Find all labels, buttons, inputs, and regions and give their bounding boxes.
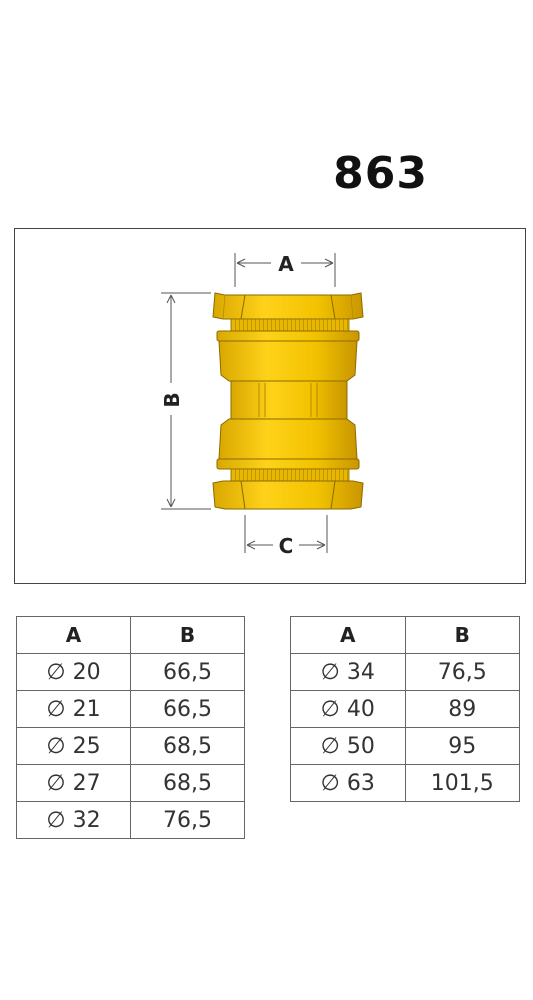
- cell-a: ∅ 32: [16, 801, 131, 839]
- cell-a: ∅ 34: [290, 653, 406, 691]
- cell-b: 66,5: [130, 690, 245, 728]
- technical-drawing: A B C: [14, 228, 526, 584]
- cell-a: ∅ 27: [16, 764, 131, 802]
- top-nut: [212, 292, 364, 320]
- upper-body: [218, 340, 358, 382]
- lower-body: [218, 418, 358, 460]
- cell-a: ∅ 25: [16, 727, 131, 765]
- dimension-b-label: B: [160, 392, 184, 407]
- dimension-b: [161, 292, 211, 510]
- cell-a: ∅ 63: [290, 764, 406, 802]
- fitting-diagram: A B C: [160, 252, 364, 558]
- cell-b: 76,5: [404, 653, 520, 691]
- table-header-row: A B: [16, 616, 245, 654]
- dimension-c-label: C: [279, 534, 294, 558]
- middle-body: [230, 380, 348, 420]
- cell-b: 68,5: [130, 764, 245, 802]
- bottom-nut: [212, 480, 364, 510]
- bottom-thread: [230, 468, 350, 482]
- bottom-collar: [216, 458, 360, 470]
- dimension-c: [244, 515, 328, 553]
- cell-a: ∅ 40: [290, 690, 406, 728]
- cell-b: 66,5: [130, 653, 245, 691]
- header-b: B: [130, 616, 245, 654]
- header-a: A: [16, 616, 131, 654]
- header-b: B: [404, 616, 520, 654]
- cell-b: 76,5: [130, 801, 245, 839]
- top-thread: [230, 318, 350, 332]
- cell-b: 68,5: [130, 727, 245, 765]
- cell-b: 89: [404, 690, 520, 728]
- dimension-a: [234, 253, 336, 287]
- header-a: A: [290, 616, 406, 654]
- dimension-a-label: A: [278, 252, 294, 276]
- top-collar: [216, 330, 360, 342]
- cell-b: 95: [404, 727, 520, 765]
- cell-b: 101,5: [404, 764, 520, 802]
- cell-a: ∅ 50: [290, 727, 406, 765]
- cell-a: ∅ 21: [16, 690, 131, 728]
- table-header-row: A B: [290, 616, 520, 654]
- cell-a: ∅ 20: [16, 653, 131, 691]
- product-code: 863: [333, 148, 428, 199]
